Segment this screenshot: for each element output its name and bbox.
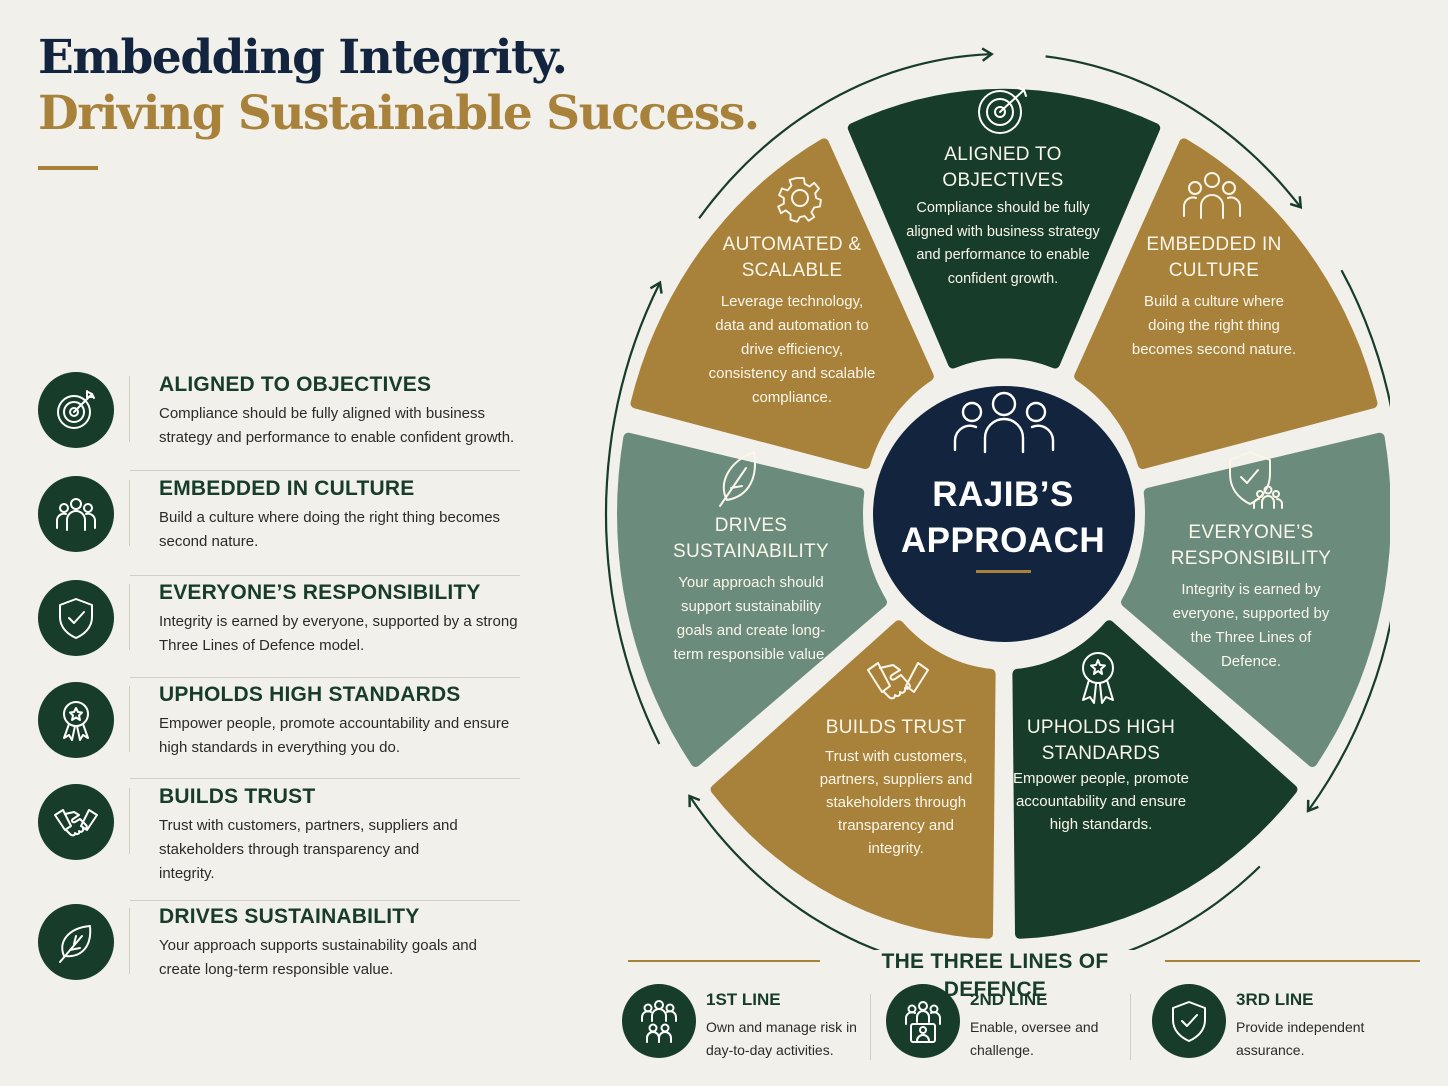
segment-text: Leverage technology, data and automation… — [708, 293, 876, 406]
segment-standards: UPHOLDS HIGH STANDARDS Empower people, p… — [1012, 715, 1190, 836]
line-text: Provide independent assurance. — [1236, 1019, 1365, 1058]
segment-title: UPHOLDS HIGH STANDARDS — [1026, 717, 1176, 764]
item-title: EVERYONE’S RESPONSIBILITY — [159, 581, 481, 604]
wheel-segment — [847, 88, 1161, 369]
cycle-arrow — [1306, 269, 1390, 813]
item-text: Your approach supports sustainability go… — [159, 937, 477, 978]
people-icon — [1183, 172, 1241, 219]
segment-title: ALIGNED TO OBJECTIVES — [942, 144, 1064, 191]
section-rule-left — [628, 960, 820, 962]
title-underline — [38, 166, 98, 170]
handshake-icon — [38, 784, 114, 860]
item-text: Build a culture where doing the right th… — [159, 509, 501, 550]
title-line-2: Driving Sustainable Success. — [38, 86, 760, 141]
segment-text: Empower people, promote accountability a… — [1013, 770, 1189, 833]
item-text: Integrity is earned by everyone, support… — [159, 613, 518, 654]
segment-text: Trust with customers, partners, supplier… — [819, 748, 973, 857]
section-rule-right — [1165, 960, 1420, 962]
segment-title: DRIVES SUSTAINABILITY — [673, 515, 829, 562]
segment-responsibility: EVERYONE’S RESPONSIBILITY Integrity is e… — [1170, 520, 1332, 674]
center-label: RAJIB’S APPROACH — [880, 472, 1126, 564]
segment-title: EMBEDDED IN CULTURE — [1146, 234, 1282, 281]
segment-title: AUTOMATED & SCALABLE — [722, 234, 862, 281]
handshake-icon — [867, 662, 929, 700]
shield-check-icon — [1152, 984, 1226, 1058]
gear-icon — [777, 177, 822, 223]
cycle-arrow — [1045, 55, 1303, 210]
approach-wheel — [604, 47, 1390, 950]
line-text: Enable, oversee and challenge. — [970, 1019, 1099, 1058]
divider — [129, 584, 130, 650]
segment-automated: AUTOMATED & SCALABLE Leverage technology… — [706, 232, 878, 410]
wheel-segment — [1074, 138, 1378, 469]
center-line-1: RAJIB’S — [932, 475, 1074, 514]
segment-text: Integrity is earned by everyone, support… — [1172, 581, 1330, 670]
separator — [130, 778, 520, 779]
item-title: EMBEDDED IN CULTURE — [159, 477, 415, 500]
wheel-segment — [630, 138, 934, 469]
divider — [129, 908, 130, 974]
line-title: 1ST LINE — [706, 990, 781, 1009]
target-icon — [978, 87, 1027, 134]
item-text: Empower people, promote accountability a… — [159, 715, 510, 756]
cycle-arrows — [604, 47, 1390, 950]
wheel-segment — [1121, 432, 1390, 767]
segment-title: BUILDS TRUST — [825, 717, 967, 738]
center-line-2: APPROACH — [900, 521, 1106, 560]
shield-people-icon — [1229, 451, 1283, 509]
cycle-arrow — [688, 794, 881, 950]
center-underline — [976, 570, 1031, 573]
target-icon — [38, 372, 114, 448]
divider — [129, 788, 130, 854]
segment-text: Build a culture where doing the right th… — [1131, 293, 1297, 358]
item-title: ALIGNED TO OBJECTIVES — [159, 373, 432, 396]
people-icon — [38, 476, 114, 552]
segment-title: EVERYONE’S RESPONSIBILITY — [1170, 522, 1332, 569]
segment-text: Compliance should be fully aligned with … — [906, 200, 1100, 287]
segment-aligned: ALIGNED TO OBJECTIVES Compliance should … — [898, 142, 1108, 291]
award-ribbon-icon — [1082, 652, 1114, 704]
divider — [870, 994, 871, 1060]
leaf-icon — [719, 451, 756, 507]
segment-culture: EMBEDDED IN CULTURE Build a culture wher… — [1128, 232, 1300, 362]
shield-check-icon — [38, 580, 114, 656]
cycle-arrow — [604, 280, 663, 745]
divider — [129, 376, 130, 442]
item-title: BUILDS TRUST — [159, 785, 316, 808]
segment-text: Your approach should support sustainabil… — [673, 574, 829, 663]
cycle-arrow — [698, 47, 994, 219]
award-ribbon-icon — [38, 682, 114, 758]
line-title: 3RD LINE — [1236, 990, 1314, 1009]
item-text: Trust with customers, partners, supplier… — [159, 817, 458, 882]
team-oversight-icon — [886, 984, 960, 1058]
separator — [130, 575, 520, 576]
wheel-segment — [710, 620, 996, 939]
item-text: Compliance should be fully aligned with … — [159, 405, 515, 446]
line-text: Own and manage risk in day-to-day activi… — [706, 1019, 857, 1058]
page-title: Embedding Integrity. Driving Sustainable… — [38, 30, 760, 142]
wheel-segment — [617, 432, 887, 767]
divider — [129, 686, 130, 752]
center-hub — [873, 386, 1135, 642]
line-title: 2ND LINE — [970, 990, 1048, 1009]
segment-sustainability: DRIVES SUSTAINABILITY Your approach shou… — [670, 513, 832, 667]
wheel-segments — [617, 88, 1390, 939]
cycle-arrow — [1128, 865, 1261, 950]
title-line-1: Embedding Integrity. — [38, 30, 568, 85]
three-lines-title: THE THREE LINES OF DEFENCE — [881, 950, 1109, 1001]
separator — [130, 900, 520, 901]
segment-trust: BUILDS TRUST Trust with customers, partn… — [810, 715, 982, 860]
leaf-icon — [38, 904, 114, 980]
divider — [129, 480, 130, 546]
item-title: DRIVES SUSTAINABILITY — [159, 905, 420, 928]
divider — [1130, 994, 1131, 1060]
separator — [130, 470, 520, 471]
wheel-segment — [1012, 620, 1298, 939]
item-title: UPHOLDS HIGH STANDARDS — [159, 683, 461, 706]
separator — [130, 677, 520, 678]
team-icon — [622, 984, 696, 1058]
center-people-icon — [953, 391, 1055, 454]
